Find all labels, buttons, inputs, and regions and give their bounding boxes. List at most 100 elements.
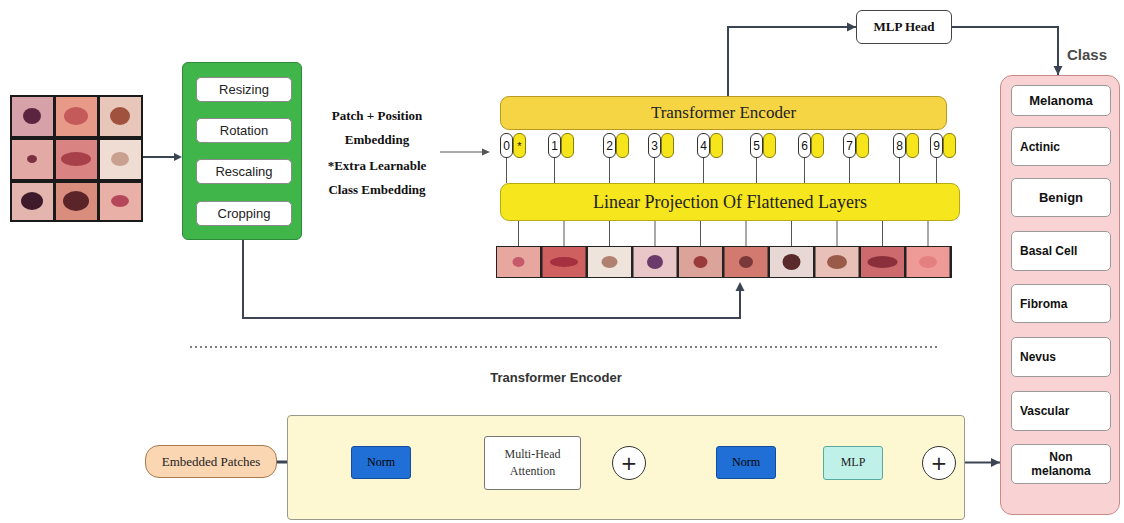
patch [497,247,540,277]
token-embedding-pill [561,133,574,158]
class-box: Melanoma [1011,85,1111,116]
lesion [21,192,43,210]
sum-circle: + [922,446,956,480]
box-label: Cropping [218,206,271,221]
patch [679,247,722,277]
class-box: Basal Cell [1011,231,1111,271]
patch [543,247,586,277]
lesion-image [100,140,141,179]
patch [588,247,631,277]
lesion [694,256,708,268]
connector-group [936,158,937,183]
token-box: 8 [893,133,919,158]
connector-group [849,158,850,183]
token-index: 3 [651,139,658,153]
process-box: Resizing [196,77,292,102]
lesion [513,257,525,267]
patch-link [746,221,747,246]
flow-arrow [143,156,175,158]
token-index: 0 [503,139,510,153]
sum-circle: + [612,446,646,480]
projection-bar: Linear Projection Of Flattened Layers [500,183,960,221]
lesion [550,257,578,267]
token-index: 5 [753,139,760,153]
box-label: + [931,453,948,473]
panel-heading: Transformer Encoder [490,370,622,385]
class-panel: MelanomaActinicBenignBasal CellFibromaNe… [1000,75,1120,515]
flow-arrow [952,27,1058,75]
token-index: 6 [801,139,808,153]
token-box: 5 [750,133,776,158]
box-label: Norm [367,455,395,470]
connector-group [609,158,610,183]
lesion-image [100,97,141,136]
token-embedding-pill [906,133,919,158]
token-index-pill: 5 [750,133,763,158]
token-box: 2 [603,133,629,158]
lesion [827,255,847,269]
arrowhead [736,282,745,291]
lesion [23,108,41,124]
patch [816,247,859,277]
token-link [936,158,937,183]
patch [907,247,950,277]
lesion [647,255,663,269]
token-box: 9 [930,133,956,158]
lesion-image [12,183,53,220]
lesion [739,256,753,268]
patch-strip [496,246,952,278]
connector-group [756,158,757,183]
connector-group [554,158,555,183]
token-index-pill: 4 [697,133,710,158]
lesion-image [56,97,97,136]
token-link [554,158,555,183]
arrowhead [847,23,856,32]
box-label: Non melanoma [1020,450,1102,478]
token-box: 6 [798,133,824,158]
note-box: *Extra Learnable Class Embedding [313,154,441,202]
lesion [919,256,937,268]
arrowhead [174,153,182,161]
token-index-pill: 9 [930,133,943,158]
patch-link [882,221,883,246]
box-label: MLP Head [873,19,934,35]
lesion [64,107,88,125]
process-box: Rotation [196,118,292,143]
token-link [849,158,850,183]
attention-box: Multi-Head Attention [484,436,581,490]
patch [634,247,677,277]
box-label: Transformer Encoder [651,103,796,123]
preprocessing-panel: ResizingRotationRescalingCropping [182,62,302,240]
patch-link [928,221,929,246]
token-index: 9 [933,139,940,153]
lesion [602,256,618,268]
connector-group [654,158,655,183]
token-box: 1 [548,133,574,158]
lesion-image [12,97,53,136]
flow-arrow [728,27,856,96]
patch-links [519,221,929,246]
input-box: Embedded Patches [145,445,277,478]
token-index: 8 [896,139,903,153]
token-link [804,158,805,183]
connector-group [506,158,507,183]
lesion [868,256,898,268]
process-box: Cropping [196,201,292,226]
arrowhead [1054,66,1063,75]
lesion [783,254,801,270]
divider [190,346,940,348]
heading-box: Transformer Encoder [490,370,622,385]
box-label: Melanoma [1029,93,1093,108]
encoder-block: NormMulti-Head Attention+NormMLP+Transfo… [287,415,965,520]
token-index-pill: 1 [548,133,561,158]
class-box: Fibroma [1011,284,1111,323]
flow-arrow [243,240,740,318]
patch-link [700,221,701,246]
arrowhead [991,458,1000,467]
token-box: 7 [843,133,869,158]
token-index: 1 [551,139,558,153]
lesion [110,107,130,125]
encoder-bar: Transformer Encoder [500,96,947,130]
token-index-pill: 2 [603,133,616,158]
token-index-pill: 6 [798,133,811,158]
